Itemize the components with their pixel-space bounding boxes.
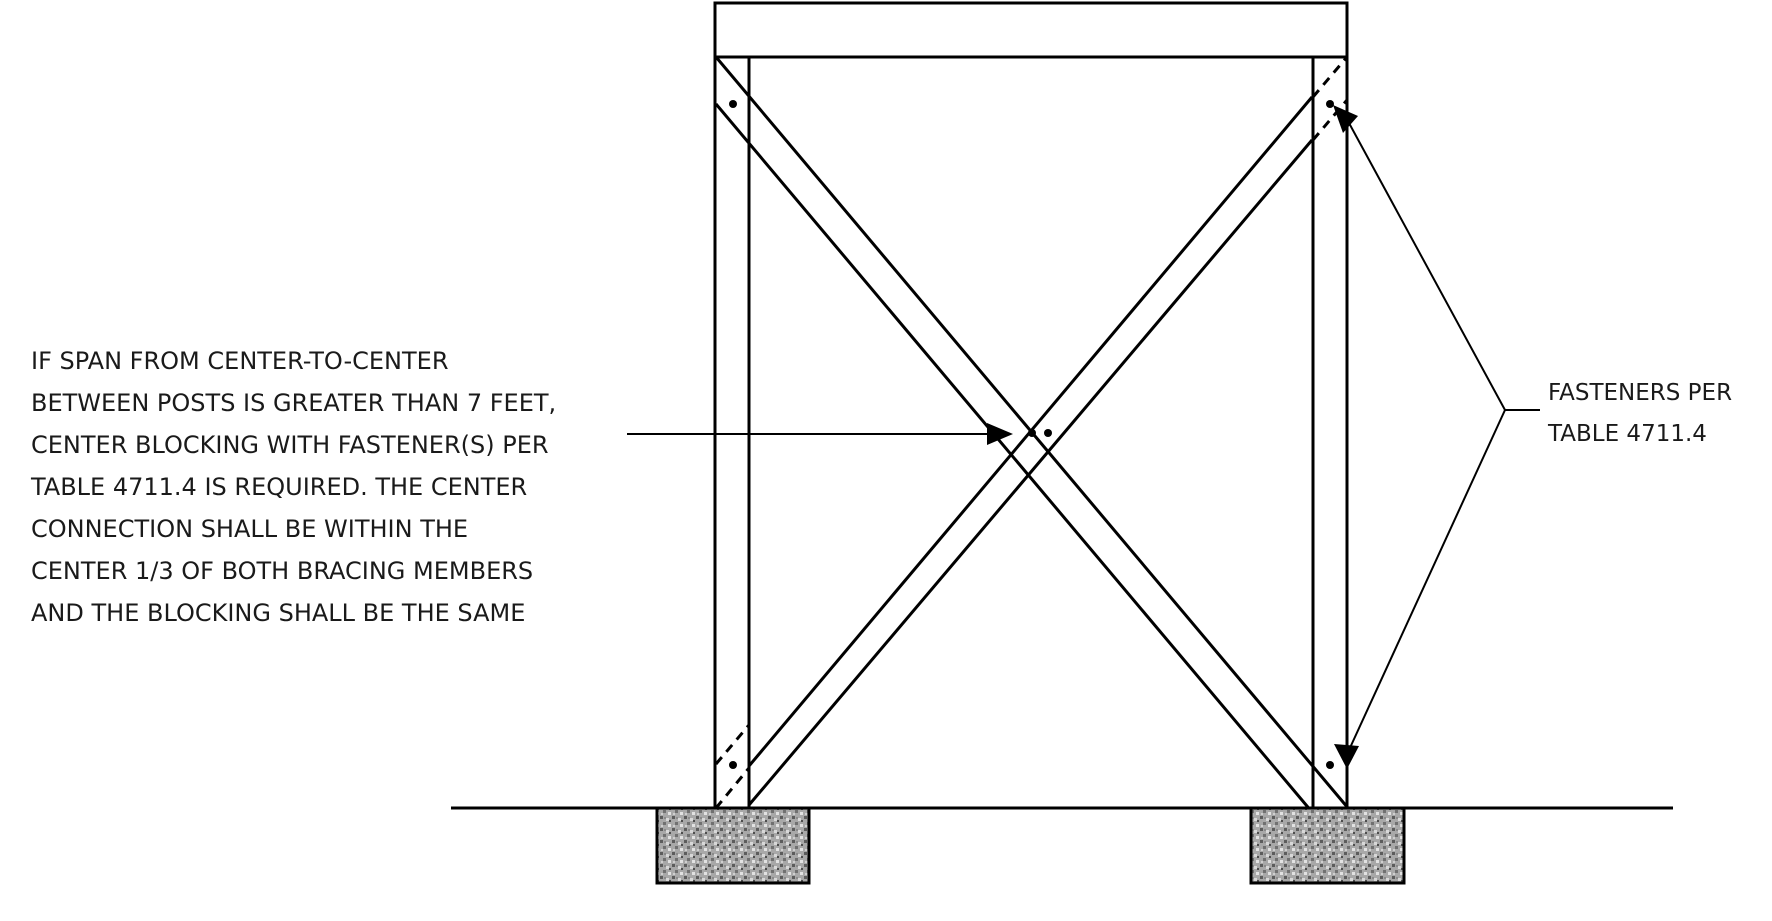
note-line: TABLE 4711.4 IS REQUIRED. THE CENTER [31, 473, 528, 501]
fastener-dots [729, 100, 1334, 769]
right-footing [1249, 806, 1406, 885]
note-line: AND THE BLOCKING SHALL BE THE SAME [31, 599, 526, 627]
left-footing [655, 806, 811, 885]
note-line: CONNECTION SHALL BE WITHIN THE [31, 515, 469, 543]
note-line: FASTENERS PER [1548, 380, 1733, 406]
fasteners-note: FASTENERS PER TABLE 4711.4 [1548, 373, 1732, 455]
left-post [713, 57, 751, 808]
hidden-brace-ends [714, 56, 1349, 809]
center-leader [627, 423, 1013, 445]
note-line: CENTER BLOCKING WITH FASTENER(S) PER [31, 431, 549, 459]
note-line: IF SPAN FROM CENTER-TO-CENTER [31, 347, 449, 375]
center-blocking-note: IF SPAN FROM CENTER-TO-CENTER BETWEEN PO… [31, 340, 556, 634]
fastener-arrow-bottom [1334, 744, 1359, 769]
note-line: BETWEEN POSTS IS GREATER THAN 7 FEET, [31, 389, 557, 417]
fastener-arrow-top [1333, 105, 1358, 133]
note-line: TABLE 4711.4 [1548, 421, 1707, 447]
note-line: CENTER 1/3 OF BOTH BRACING MEMBERS [31, 557, 534, 585]
right-post [1311, 57, 1349, 808]
brace-ascending [747, 96, 1314, 806]
fastener-leaders [1333, 105, 1540, 769]
top-beam [713, 1, 1349, 59]
